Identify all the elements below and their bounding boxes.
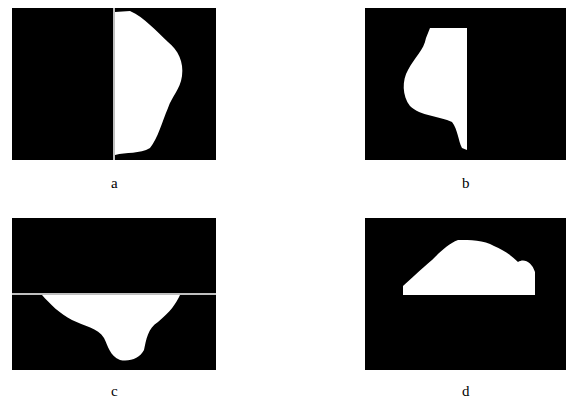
split-line <box>12 293 216 295</box>
panel-label: b <box>462 176 470 191</box>
black-panel <box>365 8 566 160</box>
white-blob <box>42 295 180 361</box>
split-line <box>113 8 115 160</box>
panel-label: d <box>462 384 470 399</box>
panel-label: c <box>111 384 118 399</box>
white-blob <box>403 240 535 295</box>
black-panel <box>12 8 216 160</box>
panel-label: a <box>111 176 118 191</box>
black-panel <box>365 218 566 370</box>
white-blob <box>115 11 182 155</box>
white-blob <box>404 28 467 150</box>
black-panel <box>12 218 216 370</box>
